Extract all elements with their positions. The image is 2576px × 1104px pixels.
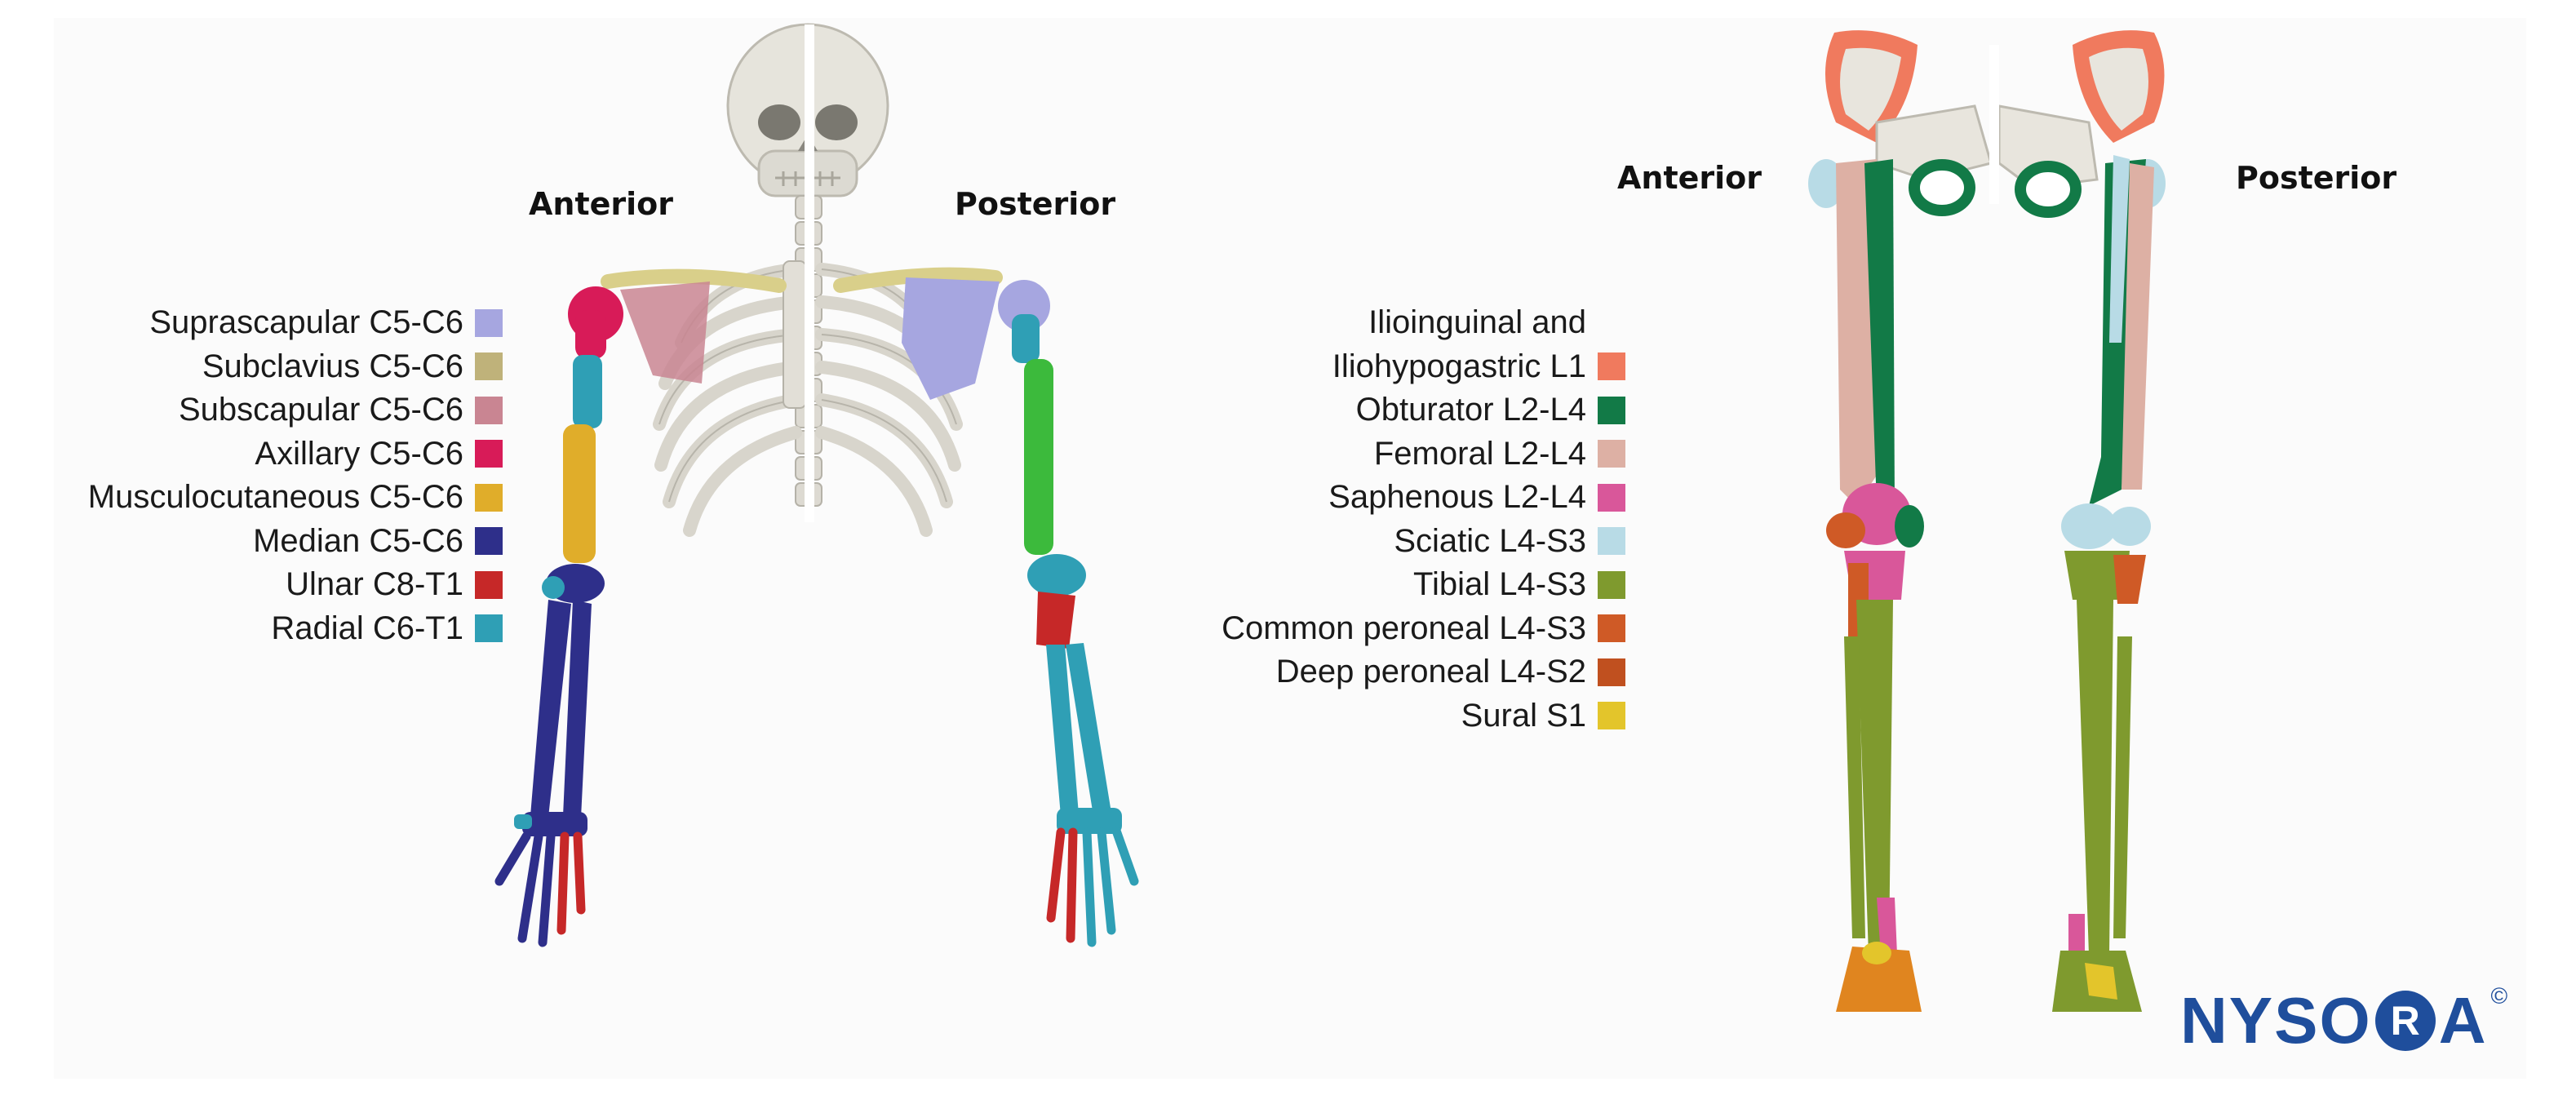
legend-label: Axillary C5-C6	[255, 435, 463, 472]
posterior-arm	[998, 280, 1139, 947]
legend-item-sural: Sural S1	[1221, 694, 1625, 738]
upper-posterior-label: Posterior	[955, 186, 1116, 222]
legend-swatch	[475, 352, 503, 381]
legend-label: Tibial L4-S3	[1413, 566, 1586, 603]
lower-nerve-legend: Ilioinguinal and Iliohypogastric L1 Obtu…	[1221, 301, 1625, 738]
copyright-mark: ©	[2490, 983, 2508, 1009]
legend-title: Ilioinguinal and	[1368, 304, 1586, 340]
legend-item-subclavius: Subclavius C5-C6	[88, 345, 503, 389]
legend-swatch	[1598, 527, 1625, 556]
legend-swatch	[1598, 352, 1625, 381]
legend-label: Median C5-C6	[253, 522, 463, 559]
legend-item-sciatic: Sciatic L4-S3	[1221, 520, 1625, 564]
legend-item-musculocutaneous: Musculocutaneous C5-C6	[88, 476, 503, 520]
legend-swatch	[475, 483, 503, 512]
legend-swatch	[1598, 483, 1625, 512]
legend-label: Subscapular C5-C6	[178, 392, 463, 428]
legend-label: Deep peroneal L4-S2	[1275, 654, 1586, 690]
legend-swatch	[475, 440, 503, 468]
logo-text-prefix: NYSO	[2180, 984, 2372, 1057]
posterior-leg	[2052, 155, 2166, 1012]
legend-swatch	[1598, 440, 1625, 468]
lower-anterior-label: Anterior	[1617, 160, 1762, 196]
legend-label: Common peroneal L4-S3	[1221, 610, 1586, 646]
legend-label: Radial C6-T1	[271, 610, 463, 646]
legend-item-saphenous: Saphenous L2-L4	[1221, 476, 1625, 520]
logo-ring: R	[2374, 991, 2436, 1051]
lower-skeleton	[1808, 30, 2166, 1012]
pelvis-posterior	[1997, 30, 2165, 218]
logo-text-suffix: A	[2438, 984, 2488, 1057]
pelvis-anterior	[1824, 30, 1993, 216]
legend-item-common-peroneal: Common peroneal L4-S3	[1221, 607, 1625, 651]
legend-item-tibial: Tibial L4-S3	[1221, 563, 1625, 607]
legend-swatch	[475, 570, 503, 599]
legend-label: Sciatic L4-S3	[1394, 522, 1586, 559]
legend-item-suprascapular: Suprascapular C5-C6	[88, 301, 503, 345]
upper-nerve-legend: Suprascapular C5-C6 Subclavius C5-C6 Sub…	[88, 301, 503, 650]
legend-label: Saphenous L2-L4	[1328, 479, 1586, 516]
upper-skeleton	[494, 23, 1139, 947]
legend-item-femoral: Femoral L2-L4	[1221, 432, 1625, 477]
legend-item-subscapular: Subscapular C5-C6	[88, 388, 503, 432]
anterior-arm	[494, 286, 623, 947]
legend-swatch	[475, 308, 503, 337]
legend-swatch	[475, 396, 503, 424]
legend-swatch	[1598, 702, 1625, 730]
legend-swatch	[475, 614, 503, 643]
legend-item-ilioinguinal: Iliohypogastric L1	[1221, 345, 1625, 389]
legend-label: Sural S1	[1461, 697, 1586, 734]
legend-swatch	[1598, 570, 1625, 599]
legend-swatch	[475, 527, 503, 556]
logo-ring-letter: R	[2390, 998, 2420, 1044]
legend-label: Femoral L2-L4	[1373, 435, 1586, 472]
legend-item-ulnar: Ulnar C8-T1	[88, 563, 503, 607]
legend-label: Subclavius C5-C6	[202, 348, 463, 384]
legend-label: Obturator L2-L4	[1355, 392, 1586, 428]
legend-swatch	[1598, 396, 1625, 424]
legend-item-deep-peroneal: Deep peroneal L4-S2	[1221, 650, 1625, 694]
legend-swatch	[1598, 658, 1625, 686]
lower-posterior-label: Posterior	[2236, 160, 2397, 196]
legend-label: Suprascapular C5-C6	[149, 304, 463, 341]
legend-item-median: Median C5-C6	[88, 520, 503, 564]
legend-item-radial: Radial C6-T1	[88, 607, 503, 651]
legend-label: Iliohypogastric L1	[1332, 348, 1586, 384]
legend-label: Ulnar C8-T1	[286, 566, 463, 603]
legend-swatch	[1598, 614, 1625, 643]
legend-item-obturator: Obturator L2-L4	[1221, 388, 1625, 432]
upper-anterior-label: Anterior	[529, 186, 674, 222]
legend-label: Musculocutaneous C5-C6	[87, 479, 463, 516]
nysora-logo: NYSO R A ©	[2180, 983, 2507, 1058]
legend-item-axillary: Axillary C5-C6	[88, 432, 503, 477]
anterior-leg	[1808, 159, 1924, 1012]
